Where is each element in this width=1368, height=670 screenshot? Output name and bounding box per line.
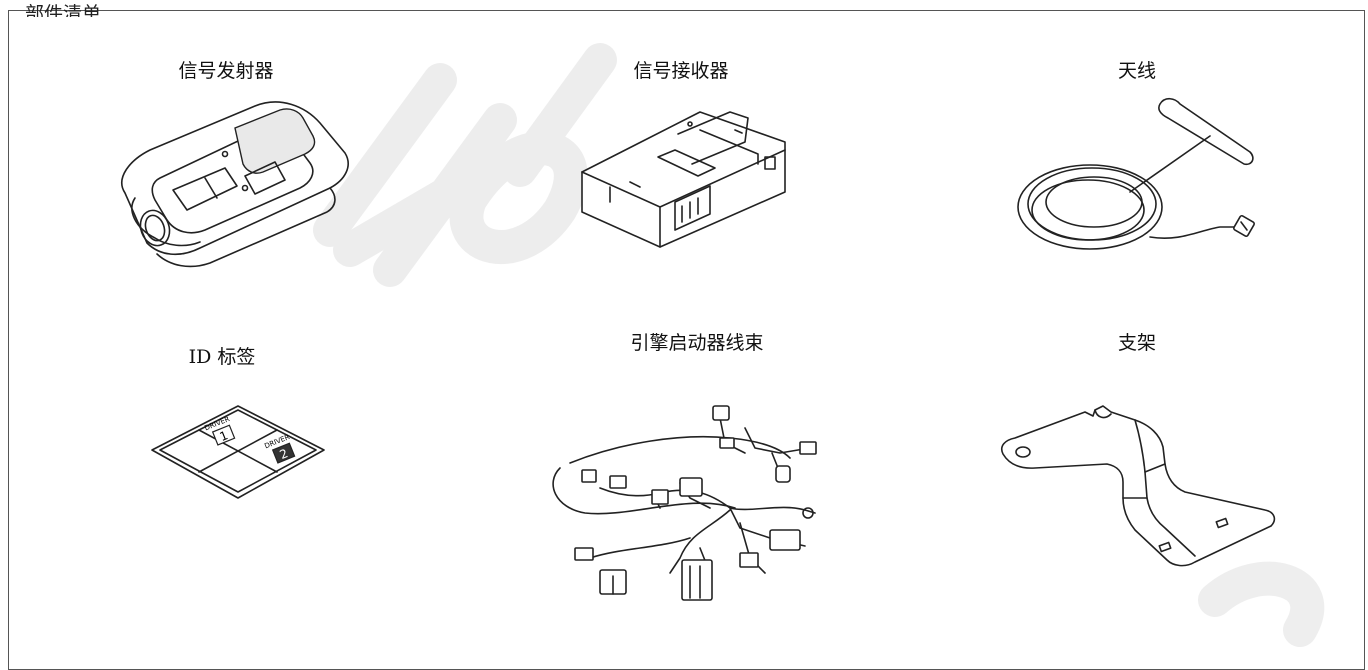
- antenna-icon: [1017, 97, 1255, 250]
- label-bracket: 支架: [1117, 332, 1157, 354]
- label-receiver: 信号接收器: [633, 60, 729, 82]
- frame-heading: 部件清单: [25, 3, 102, 17]
- label-id-tag: ID 标签: [188, 346, 256, 368]
- wire-harness-icon: [552, 405, 817, 601]
- signal-receiver-icon: [581, 111, 786, 248]
- label-transmitter: 信号发射器: [178, 60, 274, 82]
- label-harness: 引擎启动器线束: [630, 332, 764, 354]
- id-tag-icon: DRIVER 1 DRIVER 2: [151, 405, 325, 499]
- bracket-icon: [1000, 405, 1276, 567]
- label-antenna: 天线: [1117, 60, 1157, 82]
- remote-transmitter-icon: [121, 101, 349, 268]
